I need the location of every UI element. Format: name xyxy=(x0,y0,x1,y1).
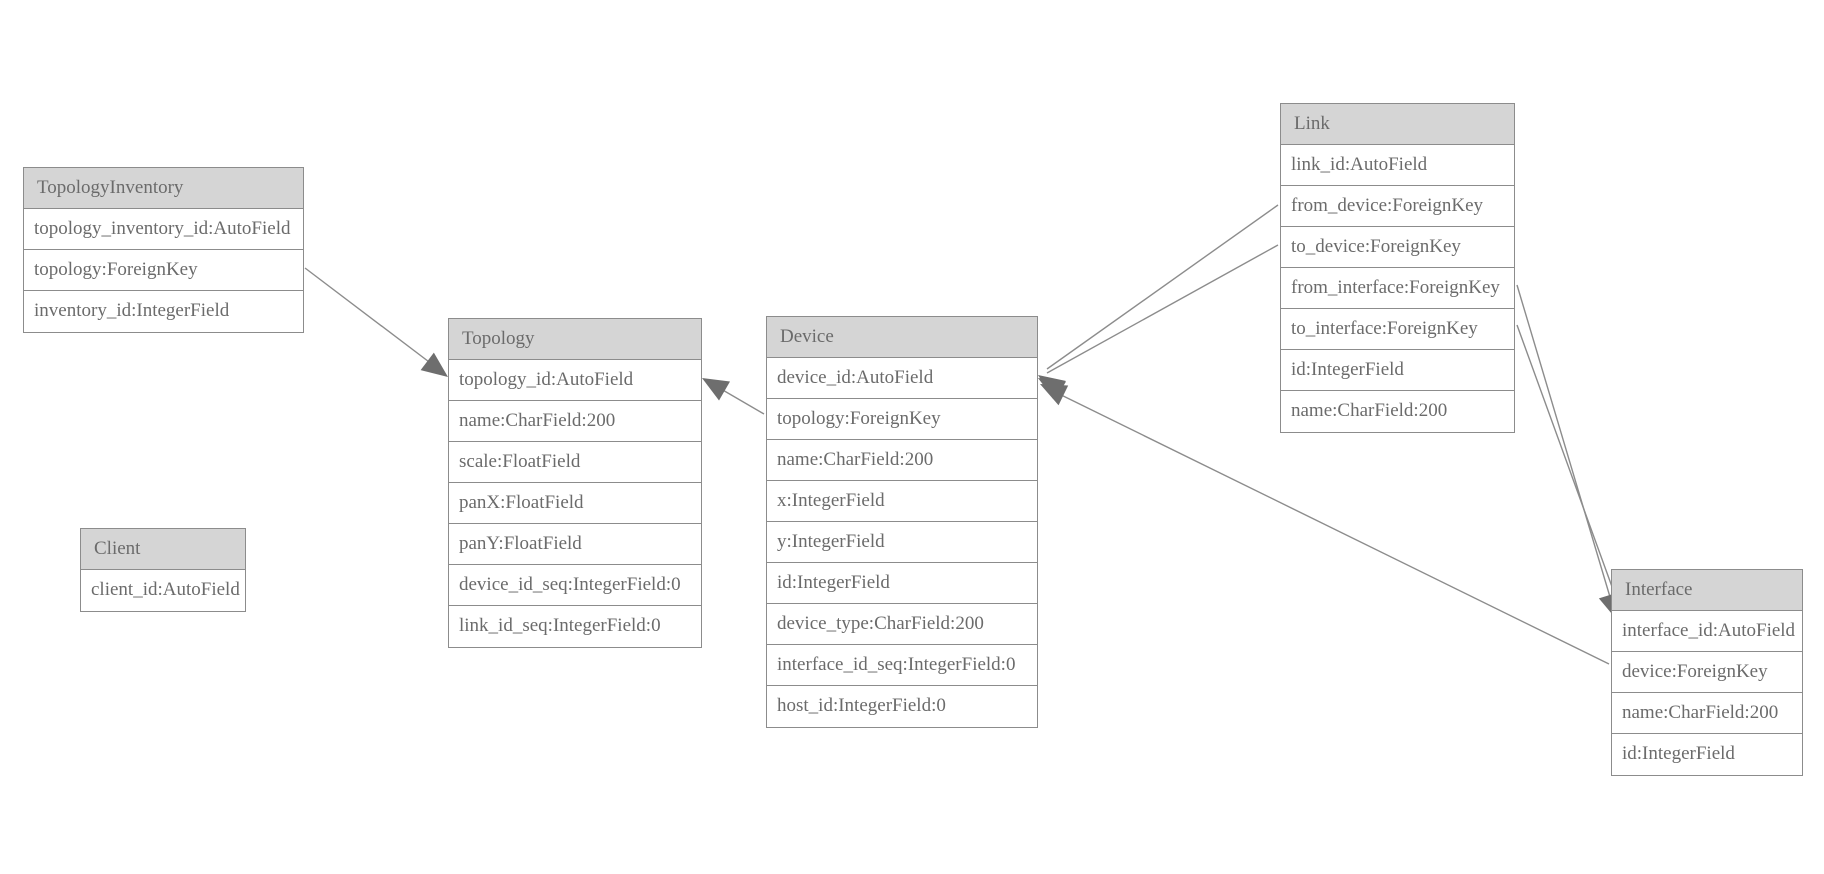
entity-title-device: Device xyxy=(767,317,1037,358)
entity-field-row[interactable]: device_id_seq:IntegerField:0 xyxy=(449,565,701,606)
entity-field-row[interactable]: topology:ForeignKey xyxy=(24,250,303,291)
entity-field-row[interactable]: id:IntegerField xyxy=(1612,734,1802,775)
entity-title-topology-inventory: TopologyInventory xyxy=(24,168,303,209)
entity-field-row[interactable]: id:IntegerField xyxy=(767,563,1037,604)
relationship-link-from_device xyxy=(1038,204,1279,399)
entity-title-topology: Topology xyxy=(449,319,701,360)
entity-field-row[interactable]: panY:FloatField xyxy=(449,524,701,565)
entity-title-interface: Interface xyxy=(1612,570,1802,611)
entity-field-row[interactable]: name:CharField:200 xyxy=(1612,693,1802,734)
entity-field-row[interactable]: device_type:CharField:200 xyxy=(767,604,1037,645)
entity-title-client: Client xyxy=(81,529,245,570)
relationship-link-to_device xyxy=(1038,244,1279,401)
entity-field-row[interactable]: id:IntegerField xyxy=(1281,350,1514,391)
relationship-line xyxy=(1046,244,1279,374)
entity-field-row[interactable]: name:CharField:200 xyxy=(767,440,1037,481)
entity-field-row[interactable]: to_interface:ForeignKey xyxy=(1281,309,1514,350)
entity-field-row[interactable]: name:CharField:200 xyxy=(449,401,701,442)
entity-field-row[interactable]: panX:FloatField xyxy=(449,483,701,524)
entity-field-row[interactable]: client_id:AutoField xyxy=(81,570,245,611)
entity-field-row[interactable]: link_id:AutoField xyxy=(1281,145,1514,186)
relationship-device-topology xyxy=(702,378,765,415)
entity-field-row[interactable]: inventory_id:IntegerField xyxy=(24,291,303,332)
relationship-topologyinventory-topology xyxy=(304,267,448,377)
entity-field-row[interactable]: interface_id:AutoField xyxy=(1612,611,1802,652)
relationship-line xyxy=(708,381,765,415)
entity-field-row[interactable]: interface_id_seq:IntegerField:0 xyxy=(767,645,1037,686)
entity-field-row[interactable]: host_id:IntegerField:0 xyxy=(767,686,1037,727)
relationship-line xyxy=(1046,204,1279,370)
entity-field-row[interactable]: topology:ForeignKey xyxy=(767,399,1037,440)
relationship-line xyxy=(304,267,442,372)
entity-title-link: Link xyxy=(1281,104,1514,145)
entity-field-row[interactable]: link_id_seq:IntegerField:0 xyxy=(449,606,701,647)
entity-field-row[interactable]: device_id:AutoField xyxy=(767,358,1037,399)
relationship-line xyxy=(1516,284,1614,608)
relationship-line xyxy=(1516,324,1620,607)
entity-field-row[interactable]: to_device:ForeignKey xyxy=(1281,227,1514,268)
entity-field-row[interactable]: from_device:ForeignKey xyxy=(1281,186,1514,227)
relationship-arrowhead xyxy=(1040,384,1069,406)
entity-field-row[interactable]: topology_id:AutoField xyxy=(449,360,701,401)
entity-field-row[interactable]: name:CharField:200 xyxy=(1281,391,1514,432)
entity-field-row[interactable]: from_interface:ForeignKey xyxy=(1281,268,1514,309)
entity-field-row[interactable]: topology_inventory_id:AutoField xyxy=(24,209,303,250)
entity-field-row[interactable]: x:IntegerField xyxy=(767,481,1037,522)
entity-field-row[interactable]: scale:FloatField xyxy=(449,442,701,483)
entity-field-row[interactable]: y:IntegerField xyxy=(767,522,1037,563)
entity-field-row[interactable]: device:ForeignKey xyxy=(1612,652,1802,693)
